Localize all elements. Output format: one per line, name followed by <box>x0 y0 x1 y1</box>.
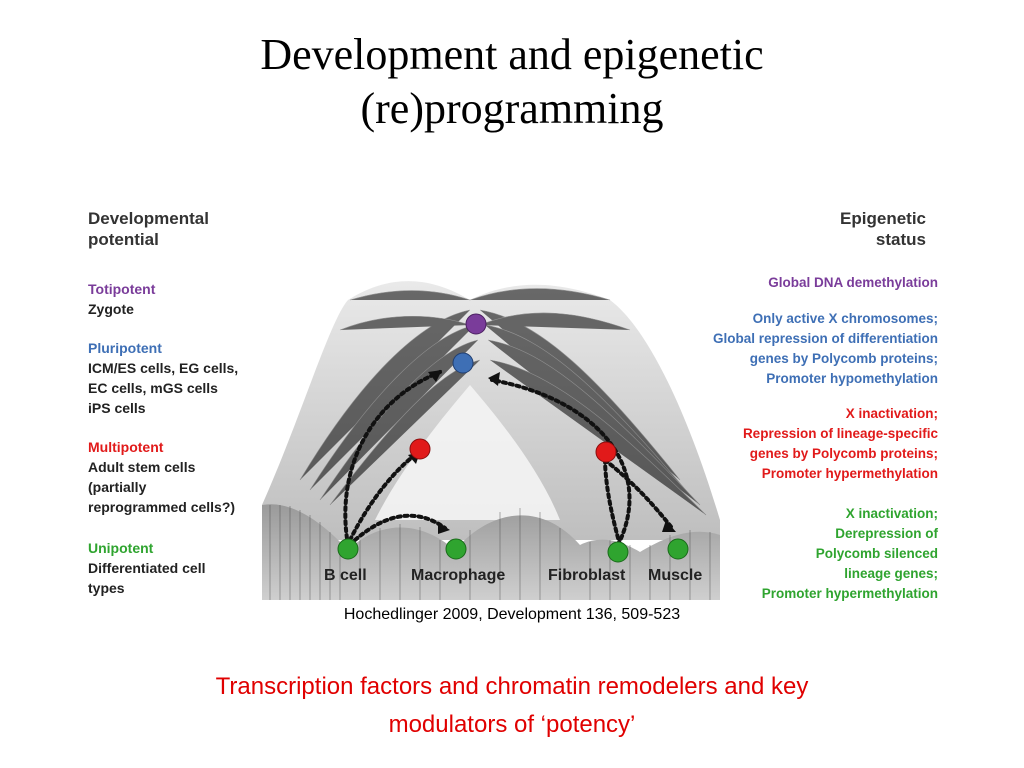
status-line: Derepression of <box>835 526 938 541</box>
status-line: genes by Polycomb proteins; <box>749 446 938 461</box>
heading-line: potential <box>88 230 159 249</box>
status-line: Repression of lineage-specific <box>742 426 938 441</box>
figure-citation: Hochedlinger 2009, Development 136, 509-… <box>343 606 681 623</box>
level-pluripotent: Pluripotent ICM/ES cells, EG cells, EC c… <box>88 338 238 418</box>
level-name: Multipotent <box>88 439 164 455</box>
slide-title: Development and epigenetic (re)programmi… <box>0 28 1024 136</box>
level-cells: reprogrammed cells?) <box>88 499 236 515</box>
epigenetic-status-unipotent: X inactivation; Derepression of Polycomb… <box>762 504 938 604</box>
arrow-heads <box>408 370 676 534</box>
level-cells: EC cells, mGS cells <box>88 380 218 396</box>
epigenetic-status-multipotent: X inactivation; Repression of lineage-sp… <box>743 404 938 484</box>
status-line: genes by Polycomb proteins; <box>749 351 938 366</box>
level-totipotent: Totipotent Zygote <box>88 279 155 319</box>
status-line: X inactivation; <box>845 406 938 421</box>
base-stripes <box>269 505 711 600</box>
heading-line: status <box>875 230 926 249</box>
unipotent-cell-marker-bcell <box>337 538 359 560</box>
cell-type-label-macrophage: Macrophage <box>411 567 506 584</box>
status-line: Only active X chromosomes; <box>752 311 938 326</box>
level-cells: ICM/ES cells, EG cells, <box>88 360 239 376</box>
status-line: lineage genes; <box>844 566 938 581</box>
developmental-potential-heading: Developmental potential <box>88 208 209 250</box>
level-name: Totipotent <box>88 281 156 297</box>
level-cells: Zygote <box>88 301 134 317</box>
central-valley <box>375 385 560 520</box>
heading-line: Developmental <box>88 209 209 228</box>
status-line: X inactivation; <box>845 506 938 521</box>
unipotent-cell-marker-macrophage <box>445 538 467 560</box>
status-line: Promoter hypermethylation <box>761 466 938 481</box>
epigenetic-status-totipotent: Global DNA demethylation <box>768 273 938 293</box>
level-cells: iPS cells <box>88 400 146 416</box>
level-unipotent: Unipotent Differentiated cell types <box>88 538 205 598</box>
status-line: Promoter hypermethylation <box>761 586 938 601</box>
totipotent-cell-marker <box>465 313 487 335</box>
slide-caption: Transcription factors and chromatin remo… <box>0 668 1024 744</box>
landscape-base <box>262 504 720 600</box>
cell-type-label-muscle: Muscle <box>648 567 703 584</box>
level-multipotent: Multipotent Adult stem cells (partially … <box>88 437 235 517</box>
status-line: Polycomb silenced <box>815 546 938 561</box>
status-line: Global repression of differentiation <box>712 331 938 346</box>
multipotent-cell-marker-right <box>595 441 617 463</box>
unipotent-cell-marker-fibroblast <box>607 541 629 563</box>
caption-line-2: modulators of ‘potency’ <box>388 711 636 738</box>
level-cells: Differentiated cell <box>88 560 206 576</box>
status-line: Global DNA demethylation <box>768 275 938 290</box>
epigenetic-status-pluripotent: Only active X chromosomes; Global repres… <box>713 309 938 389</box>
multipotent-cell-marker-left <box>409 438 431 460</box>
cell-type-label-bcell: B cell <box>324 567 367 584</box>
status-line: Promoter hypomethylation <box>766 371 938 386</box>
caption-line-1: Transcription factors and chromatin remo… <box>215 673 809 700</box>
cell-type-label-fibroblast: Fibroblast <box>548 567 626 584</box>
landscape-hatching <box>299 288 707 516</box>
level-name: Pluripotent <box>88 340 162 356</box>
title-line-2: (re)programming <box>360 84 664 133</box>
level-cells: Adult stem cells <box>88 459 196 475</box>
heading-line: Epigenetic <box>840 209 926 228</box>
level-cells: types <box>88 580 125 596</box>
epigenetic-status-heading: Epigenetic status <box>840 208 926 250</box>
reprogramming-arrows <box>343 370 674 547</box>
level-name: Unipotent <box>88 540 154 556</box>
title-line-1: Development and epigenetic <box>260 30 764 79</box>
pluripotent-cell-marker <box>452 352 474 374</box>
unipotent-cell-marker-muscle <box>667 538 689 560</box>
level-cells: (partially <box>88 479 147 495</box>
